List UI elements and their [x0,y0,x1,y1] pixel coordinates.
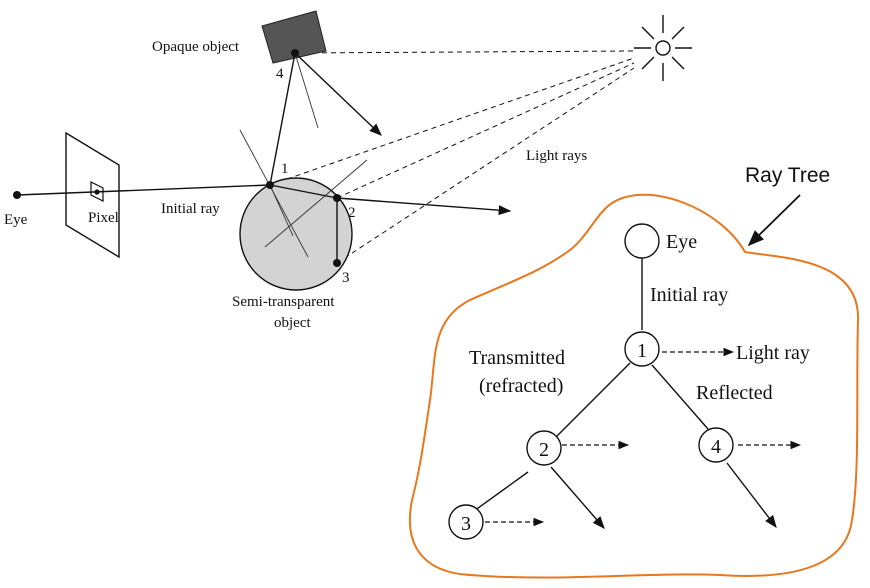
hit-point-3 [333,259,341,267]
point-4-label: 4 [276,66,284,82]
tree-node-1-label: 1 [637,340,647,362]
semi-transparent-label-1: Semi-transparent [232,294,335,310]
hit-point-4 [291,49,299,57]
tree-node-4 [698,427,734,463]
tree-node-3-label: 3 [461,513,471,535]
hit-point-1 [266,181,274,189]
light-source-icon [634,15,692,81]
tree-node-2-label: 2 [539,439,549,461]
pixel-hit-dot [94,189,100,195]
initial-ray-label: Initial ray [161,201,220,217]
tree-light-ray-label: Light ray [736,342,810,364]
view-plane [65,131,120,259]
opaque-object-label: Opaque object [152,39,240,55]
ray-tree-title: Ray Tree [745,164,830,187]
point-3-label: 3 [342,270,350,286]
point-2-label: 2 [348,205,356,221]
reflected-ray-4-out [294,52,382,136]
tree-transmitted-label-2: (refracted) [479,375,563,397]
pixel-square [90,181,104,202]
point-1-label: 1 [281,161,289,177]
pixel-label: Pixel [88,210,119,226]
ray-tree-pointer-arrow [747,194,801,247]
opaque-object [261,10,327,64]
ray-tree-outline [408,193,860,579]
hit-point-2 [333,194,341,202]
tree-node-2 [526,430,562,466]
tree-initial-ray-label: Initial ray [650,284,728,306]
tree-reflected-label: Reflected [696,382,773,404]
tree-node-4-label: 4 [711,436,721,458]
refracted-ray-1-2 [269,184,338,199]
tree-edges [473,258,777,529]
transmitted-ray-2-out [336,197,512,216]
eye-label: Eye [4,212,28,228]
tree-node-1 [624,331,660,367]
tree-node-3 [448,504,484,540]
surface-normals [239,52,368,258]
semi-transparent-label-2: object [274,315,311,331]
shadow-rays [269,50,635,264]
light-rays-label: Light rays [526,148,587,164]
reflected-ray-1-4 [269,52,296,186]
tree-eye-label: Eye [666,231,697,253]
tree-transmitted-label-1: Transmitted [469,347,565,369]
initial-ray [16,184,271,196]
tree-light-ray-arrows [485,347,802,527]
tree-node-eye [624,223,660,259]
